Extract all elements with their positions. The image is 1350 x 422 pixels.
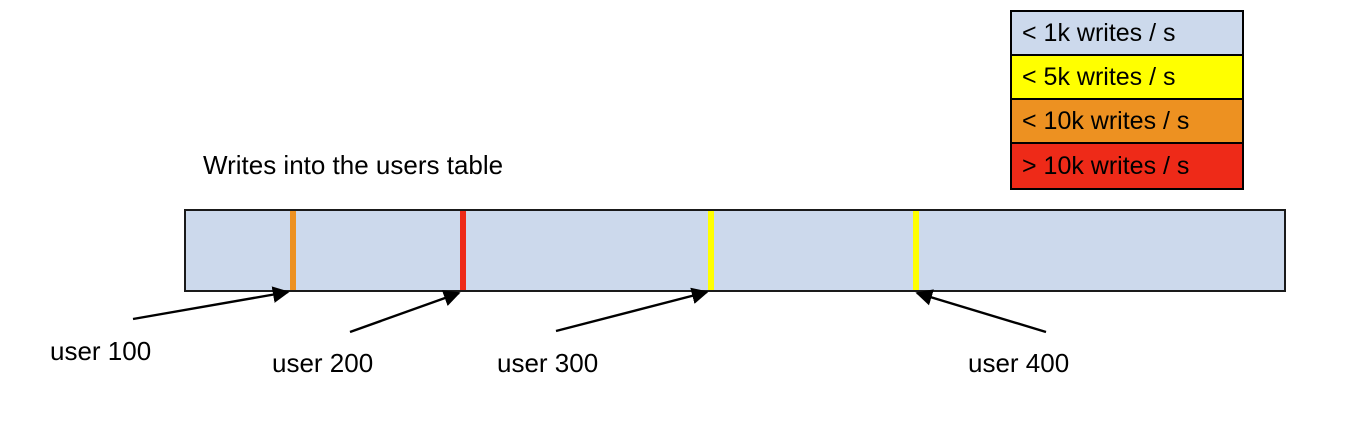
- arrow-user-300: [555, 287, 709, 333]
- legend-row-under-5k: < 5k writes / s: [1012, 56, 1242, 100]
- legend-row-over-10k: > 10k writes / s: [1012, 144, 1242, 188]
- users-table-bar: [184, 209, 1286, 292]
- callout-label-user-200: user 200: [272, 348, 374, 378]
- legend-label-under-5k: < 5k writes / s: [1022, 62, 1176, 91]
- legend-row-under-1k: < 1k writes / s: [1012, 12, 1242, 56]
- legend-label-under-10k: < 10k writes / s: [1022, 106, 1190, 135]
- chart-title: Writes into the users table: [203, 150, 504, 180]
- bar-marker-user-100: [290, 211, 296, 290]
- bar-marker-user-200: [460, 211, 466, 290]
- callout-label-user-100: user 100: [50, 336, 152, 366]
- callout-label-user-300: user 300: [497, 348, 599, 378]
- arrow-user-200: [349, 290, 461, 334]
- legend-label-under-1k: < 1k writes / s: [1022, 18, 1176, 47]
- writes-legend: < 1k writes / s < 5k writes / s < 10k wr…: [1010, 10, 1244, 190]
- bar-marker-user-300: [708, 211, 714, 290]
- legend-row-under-10k: < 10k writes / s: [1012, 100, 1242, 144]
- arrow-user-100: [132, 286, 290, 321]
- legend-label-over-10k: > 10k writes / s: [1022, 151, 1190, 180]
- callout-label-user-400: user 400: [968, 348, 1070, 378]
- arrow-user-400: [915, 289, 1047, 334]
- bar-marker-user-400: [913, 211, 919, 290]
